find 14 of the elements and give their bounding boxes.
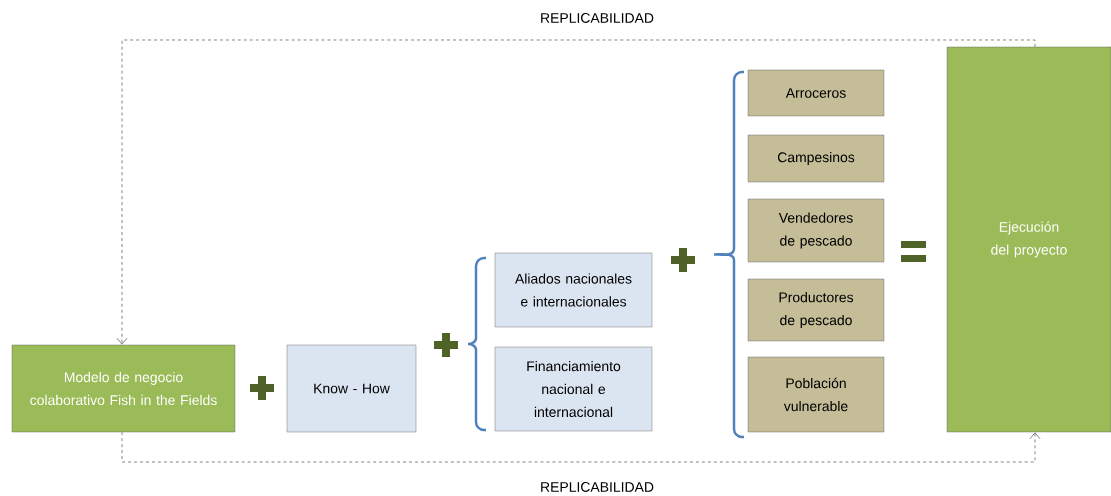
- process-box: Financiamiento nacional e internacional: [494, 346, 653, 432]
- edge-label: REPLICABILIDAD: [541, 482, 654, 492]
- participant-box: Campesinos: [747, 134, 885, 183]
- process-box: Ejecución del proyecto: [946, 46, 1111, 433]
- participant-box: Vendedores de pescado: [747, 198, 885, 263]
- participant-box: Población vulnerable: [747, 356, 885, 433]
- dashed-arrow: [121, 431, 1041, 463]
- dashed-arrow: [116, 39, 1036, 345]
- participant-box: Productores de pescado: [747, 278, 885, 342]
- edge-label: REPLICABILIDAD: [541, 13, 654, 23]
- process-box: Know - How: [286, 344, 417, 433]
- process-box: Modelo de negocio colaborativo Fish in the Fields: [11, 344, 236, 433]
- participant-box: Arroceros: [747, 69, 885, 117]
- process-box: Aliados nacionales e internacionales: [494, 252, 653, 328]
